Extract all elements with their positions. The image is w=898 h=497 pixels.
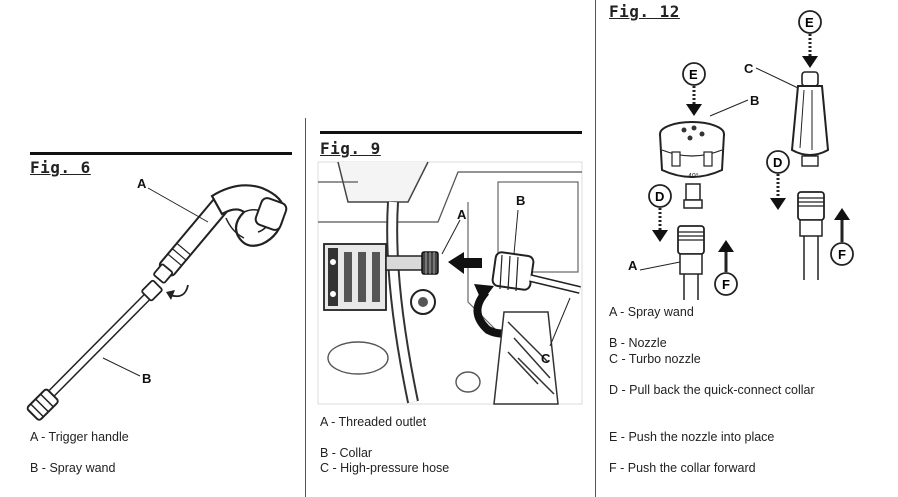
fig6-title-rule: [30, 152, 292, 155]
fig12-circle-f-left: F: [722, 277, 730, 292]
fig12-label-c: C: [744, 61, 754, 76]
fig9-label-b: B: [516, 193, 526, 208]
fig12-circle-d-left: D: [655, 189, 664, 204]
fig9-caption-a: A - Threaded outlet: [320, 415, 427, 429]
fig9-caption-c: C - High-pressure hose: [320, 461, 450, 475]
fig12-nozzle-mark: 40°: [688, 172, 699, 180]
fig12-title: Fig. 12: [609, 2, 680, 21]
fig12-caption-e: E - Push the nozzle into place: [609, 430, 775, 444]
fig12-label-b: B: [750, 93, 760, 108]
fig9-title-rule: [320, 131, 582, 134]
fig9-label-c: C: [541, 351, 551, 366]
fig12-caption-b: B - Nozzle: [609, 336, 667, 350]
fig12-caption-c: C - Turbo nozzle: [609, 352, 701, 366]
fig6-caption-b: B - Spray wand: [30, 461, 116, 475]
fig12-caption-d: D - Pull back the quick-connect collar: [609, 383, 815, 397]
fig12-circle-e-left: E: [689, 67, 698, 82]
column-divider-right: [595, 0, 596, 497]
fig6-title: Fig. 6: [30, 158, 91, 177]
fig12-circle-f-right: F: [838, 247, 846, 262]
fig12-nozzle-illustration: E 40° D F E: [639, 10, 854, 300]
fig12-circle-e-right: E: [805, 15, 814, 30]
fig12-caption-f: F - Push the collar forward: [609, 461, 756, 475]
fig6-label-a: A: [137, 176, 147, 191]
column-divider-left: [305, 118, 306, 497]
fig12-caption-a: A - Spray wand: [609, 305, 694, 319]
fig6-trigger-wand-illustration: [26, 184, 288, 421]
fig9-caption-b: B - Collar: [320, 446, 373, 460]
fig6-label-b: B: [142, 371, 152, 386]
fig9-title: Fig. 9: [320, 139, 381, 158]
fig12-circle-d-right: D: [773, 155, 782, 170]
fig12-label-a: A: [628, 258, 638, 273]
fig6-caption-a: A - Trigger handle: [30, 430, 129, 444]
fig9-pump-hose-illustration: [317, 161, 583, 405]
fig9-label-a: A: [457, 207, 467, 222]
